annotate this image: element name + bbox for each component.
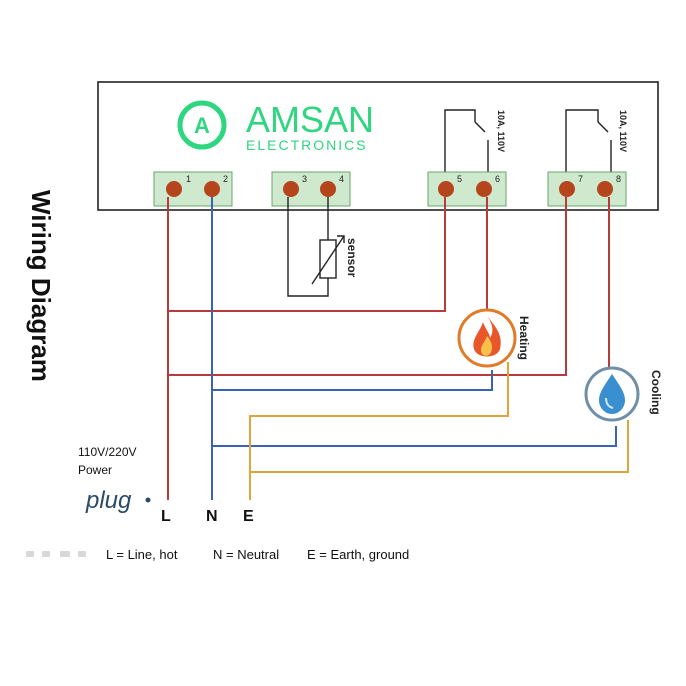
brand-name: AMSAN	[246, 99, 374, 140]
faint-toolbar-icons	[26, 551, 86, 557]
neutral-wires	[211, 197, 617, 500]
plug-handwriting: plug	[85, 487, 132, 514]
legend-neutral: N = Neutral	[213, 547, 279, 562]
brand-logo: A AMSAN ELECTRONICS	[177, 99, 374, 153]
earth-wires	[249, 362, 629, 500]
flame-icon	[473, 316, 501, 357]
relay-1	[444, 109, 489, 175]
line-label-n: N	[206, 508, 218, 525]
brand-subtitle: ELECTRONICS	[246, 137, 368, 153]
terminal-block-3-4	[271, 171, 351, 207]
relay-1-rating: 10A, 110V	[496, 110, 506, 152]
terminal-7-label: 7	[578, 174, 583, 184]
terminal-3: 3	[283, 174, 307, 197]
line-label-l: L	[161, 508, 171, 525]
terminal-1-label: 1	[186, 174, 191, 184]
relay-2-rating: 10A, 110V	[618, 110, 628, 152]
terminal-7: 7	[559, 174, 583, 197]
terminal-2: 2	[204, 174, 228, 197]
legend-earth: E = Earth, ground	[307, 547, 409, 562]
water-drop-icon	[599, 374, 625, 414]
terminal-4: 4	[320, 174, 344, 197]
heating-label: Heating	[517, 316, 531, 360]
terminal-8: 8	[597, 174, 621, 197]
line-label-e: E	[243, 508, 254, 525]
legend-line: L = Line, hot	[106, 547, 178, 562]
terminal-block-1-2	[153, 171, 233, 207]
sensor-thermistor-icon	[311, 235, 345, 285]
terminal-5: 5	[438, 174, 462, 197]
sensor-label: sensor	[345, 238, 359, 278]
terminal-2-label: 2	[223, 174, 228, 184]
logo-letter: A	[194, 113, 210, 138]
cooling-element	[584, 366, 640, 422]
power-voltage: 110V/220V	[78, 445, 137, 459]
logo-circle-icon	[177, 100, 227, 150]
terminal-8-label: 8	[616, 174, 621, 184]
relay-2	[565, 109, 612, 175]
terminal-1: 1	[166, 174, 191, 197]
terminal-3-label: 3	[302, 174, 307, 184]
heating-element	[457, 308, 517, 368]
diagram-title: Wiring Diagram	[26, 190, 56, 382]
terminal-6-label: 6	[495, 174, 500, 184]
terminal-4-label: 4	[339, 174, 344, 184]
cooling-label: Cooling	[649, 370, 663, 415]
terminal-5-label: 5	[457, 174, 462, 184]
plug-dot-icon	[145, 497, 151, 503]
terminal-6: 6	[476, 174, 500, 197]
line-wires	[167, 197, 610, 500]
power-label: Power	[78, 463, 112, 477]
